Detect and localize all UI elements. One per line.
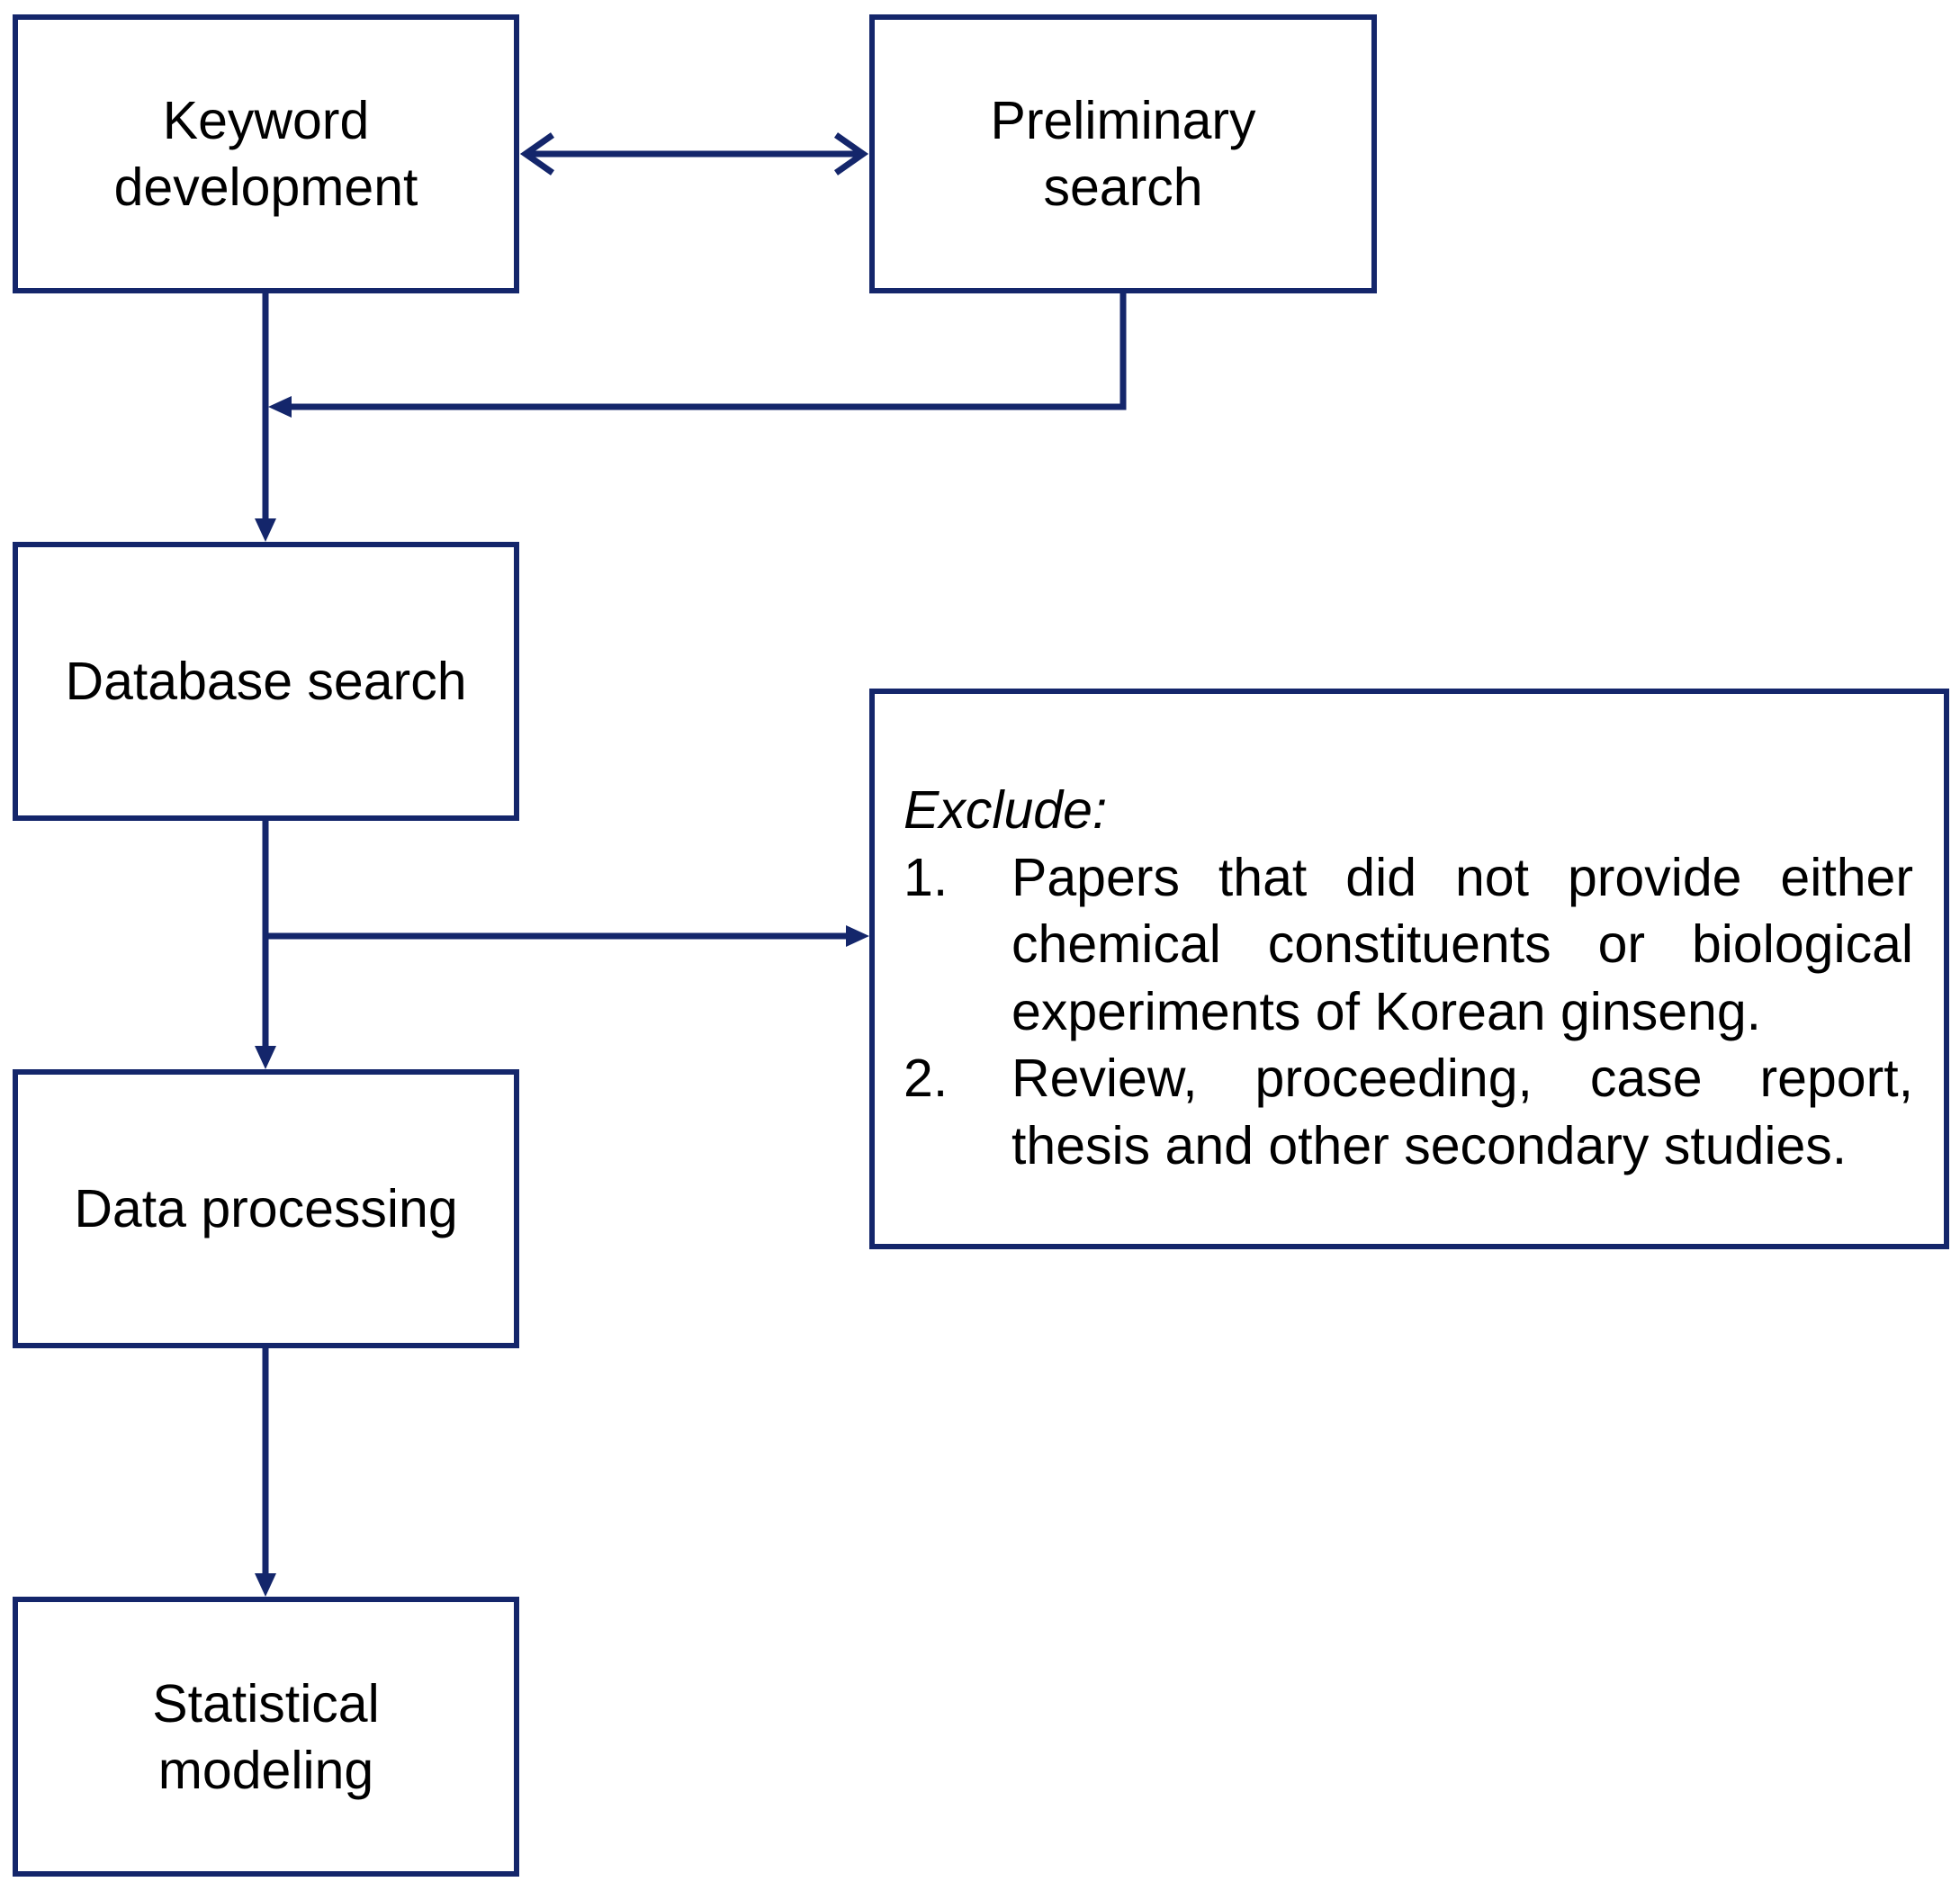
arrowhead-processing (255, 1046, 276, 1069)
exclusion-item-text: Papers that did not provide either chemi… (1011, 847, 1913, 1041)
preliminary-search-box: Preliminary search (869, 14, 1377, 293)
exclusion-item-text: Review, proceeding, case report, thesis … (1011, 1049, 1913, 1175)
arrowhead-left (519, 132, 555, 176)
preliminary-search-label: Preliminary search (990, 91, 1256, 217)
arrowhead-into-main-line (268, 396, 292, 418)
arrowhead-exclude (846, 925, 869, 947)
exclusion-item-number: 1. (904, 847, 949, 907)
arrowhead-statistical (255, 1573, 276, 1597)
statistical-modeling-label: Statistical modeling (152, 1673, 380, 1800)
exclusion-criteria-box: Exclude: 1. Papers that did not provide … (869, 689, 1949, 1249)
exclusion-heading: Exclude: (904, 780, 1108, 840)
keyword-development-label: Keyword development (113, 91, 418, 217)
exclusion-item: 1. Papers that did not provide either ch… (904, 844, 1913, 1046)
exclusion-item: 2. Review, proceeding, case report, thes… (904, 1045, 1913, 1179)
data-processing-label: Data processing (74, 1179, 458, 1238)
database-search-box: Database search (13, 542, 519, 821)
database-search-label: Database search (65, 652, 467, 711)
arrowhead-right (833, 132, 869, 176)
data-processing-box: Data processing (13, 1069, 519, 1348)
statistical-modeling-box: Statistical modeling (13, 1597, 519, 1877)
exclusion-item-number: 2. (904, 1049, 949, 1108)
keyword-development-box: Keyword development (13, 14, 519, 293)
arrowhead-database (255, 518, 276, 542)
connector-preliminary-to-main (281, 293, 1127, 410)
